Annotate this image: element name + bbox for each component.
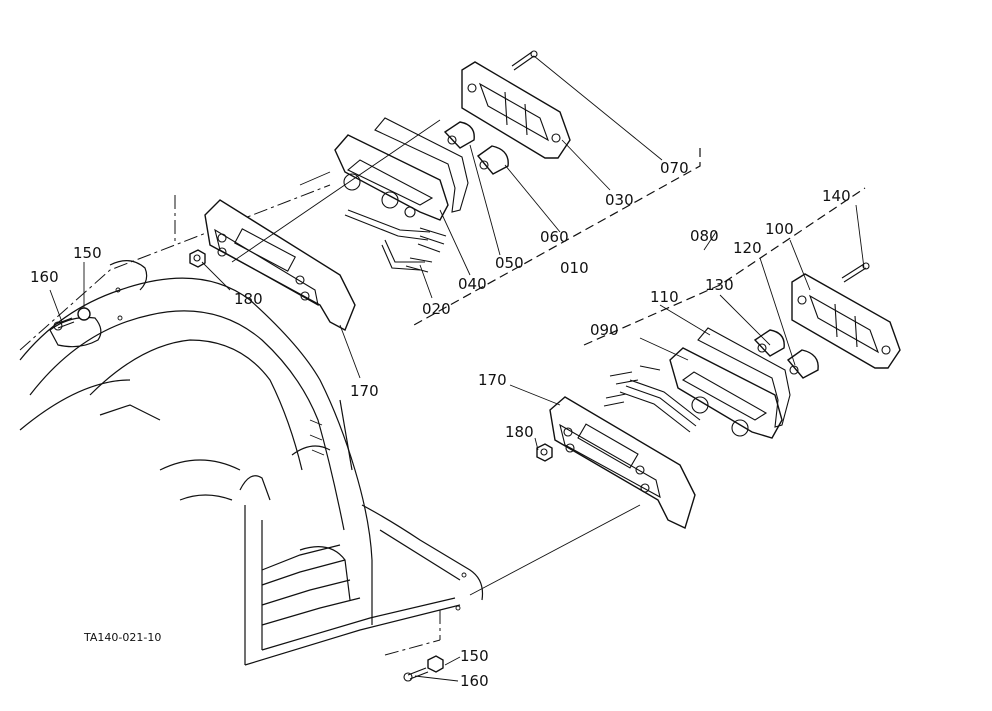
leader-lines	[49, 55, 865, 682]
callout-140: 140	[822, 187, 851, 205]
callout-170-left: 170	[350, 382, 379, 400]
fender-frame	[19, 184, 484, 666]
right-nut-180	[536, 443, 553, 462]
left-nut-180	[189, 249, 206, 268]
callout-110: 110	[650, 288, 679, 306]
bottom-hardware-150-160	[403, 655, 444, 682]
callout-020: 020	[422, 300, 451, 318]
right-bulbs-120-130	[753, 329, 819, 379]
callout-070: 070	[660, 159, 689, 177]
callout-150-bottom: 150	[460, 647, 489, 665]
right-assembly-boundary	[583, 187, 866, 346]
right-lamp-housing-090	[669, 347, 783, 439]
callout-150-left: 150	[73, 244, 102, 262]
callout-050: 050	[495, 254, 524, 272]
callout-010: 010	[560, 259, 589, 277]
callout-labels: 070 030 060 010 050 040 020 180 150 160 …	[30, 159, 851, 690]
callout-040: 040	[458, 275, 487, 293]
left-wiring-020	[344, 209, 447, 273]
callout-060: 060	[540, 228, 569, 246]
left-lens-030	[461, 61, 571, 159]
callout-090: 090	[590, 321, 619, 339]
left-screw-070	[511, 50, 538, 71]
right-wiring	[603, 365, 701, 433]
callout-080: 080	[690, 227, 719, 245]
right-gasket-110	[697, 327, 791, 428]
left-gasket	[374, 117, 469, 213]
callout-030: 030	[605, 191, 634, 209]
callout-160-bottom: 160	[460, 672, 489, 690]
left-bracket-170	[204, 199, 356, 331]
right-bracket-170	[549, 396, 696, 529]
left-hardware-150-160	[53, 307, 91, 331]
right-lens-100	[791, 273, 901, 369]
left-lamp-housing-040	[334, 134, 449, 221]
left-assembly-boundary	[413, 148, 701, 326]
callout-180-right: 180	[505, 423, 534, 441]
callout-180-left: 180	[234, 290, 263, 308]
figure-code: TA140-021-10	[83, 631, 161, 644]
callout-160-left: 160	[30, 268, 59, 286]
callout-130: 130	[705, 276, 734, 294]
callout-170-right: 170	[478, 371, 507, 389]
left-bulbs-050-060	[443, 121, 509, 175]
right-screw-140	[841, 262, 870, 283]
callout-120: 120	[733, 239, 762, 257]
callout-100: 100	[765, 220, 794, 238]
